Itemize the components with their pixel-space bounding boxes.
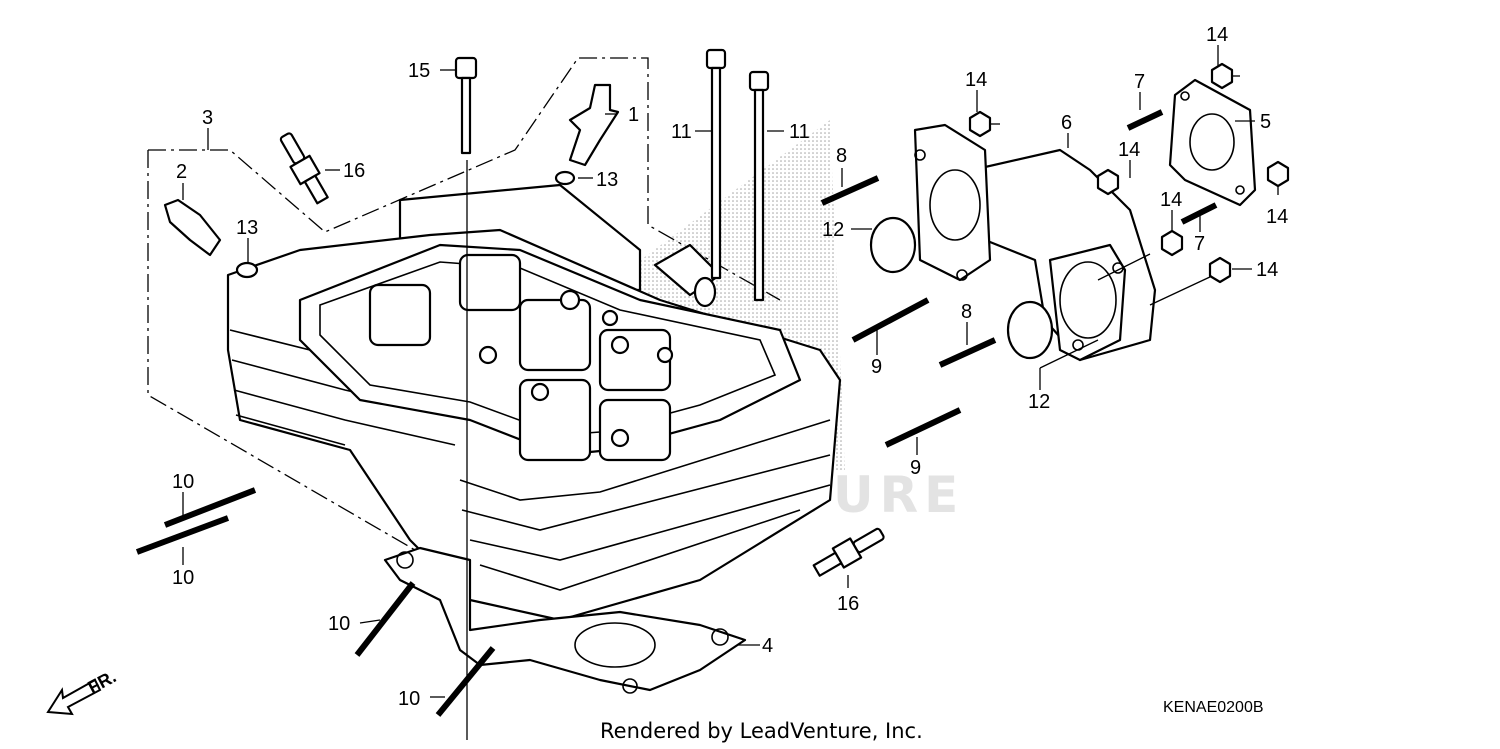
callout-2: 2 <box>176 161 187 183</box>
long-bolt <box>748 70 770 302</box>
callout-13: 13 <box>596 169 618 191</box>
callout-10: 10 <box>172 567 194 589</box>
callout-10: 10 <box>398 688 420 710</box>
callout-12: 12 <box>1028 391 1050 413</box>
nut <box>968 62 1290 284</box>
callout-labels: 1 2 3 4 5 6 7 7 8 8 9 9 10 10 10 10 11 1… <box>172 24 1288 710</box>
callout-4: 4 <box>762 635 773 657</box>
callout-15: 15 <box>408 60 430 82</box>
callout-16: 16 <box>837 593 859 615</box>
leader-lines <box>182 45 1279 698</box>
gasket-ring <box>869 216 917 274</box>
callout-14: 14 <box>1266 206 1288 228</box>
insulator-plate <box>1168 78 1257 207</box>
callout-8: 8 <box>836 145 847 167</box>
cylinder-head-gasket <box>383 546 747 694</box>
callout-14: 14 <box>1206 24 1228 46</box>
callout-1: 1 <box>628 104 639 126</box>
callout-12: 12 <box>822 219 844 241</box>
long-bolt <box>705 48 727 280</box>
callout-14: 14 <box>1256 259 1278 281</box>
drawing-code: KENAE0200B <box>1163 699 1264 716</box>
rendered-by-caption: Rendered by LeadVenture, Inc. <box>600 719 923 743</box>
callout-9: 9 <box>871 356 882 378</box>
o-ring <box>554 170 576 186</box>
fitting <box>163 198 222 257</box>
callout-7: 7 <box>1194 233 1205 255</box>
callout-13: 13 <box>236 217 258 239</box>
flange-bolt <box>454 56 478 155</box>
spark-plug <box>812 527 885 577</box>
o-ring <box>235 261 259 279</box>
callout-9: 9 <box>910 457 921 479</box>
fitting <box>568 83 620 167</box>
front-direction-arrow: FR. <box>46 666 119 716</box>
callout-7: 7 <box>1134 71 1145 93</box>
callout-5: 5 <box>1260 111 1271 133</box>
callout-11: 11 <box>671 121 692 143</box>
callout-3: 3 <box>202 107 213 129</box>
callout-14: 14 <box>965 69 987 91</box>
reference-frame <box>147 57 781 551</box>
callout-6: 6 <box>1061 112 1072 134</box>
callout-10: 10 <box>172 471 194 493</box>
callout-11: 11 <box>789 121 810 143</box>
spark-plug <box>279 132 329 205</box>
callout-8: 8 <box>961 301 972 323</box>
cylinder-head <box>226 120 845 622</box>
callout-16: 16 <box>343 160 365 182</box>
stud <box>135 487 496 717</box>
callout-14: 14 <box>1160 189 1182 211</box>
callout-10: 10 <box>328 613 350 635</box>
gasket-ring <box>1006 300 1054 360</box>
callout-14: 14 <box>1118 139 1140 161</box>
intake-pipe <box>913 123 1157 362</box>
stud <box>820 109 1218 448</box>
